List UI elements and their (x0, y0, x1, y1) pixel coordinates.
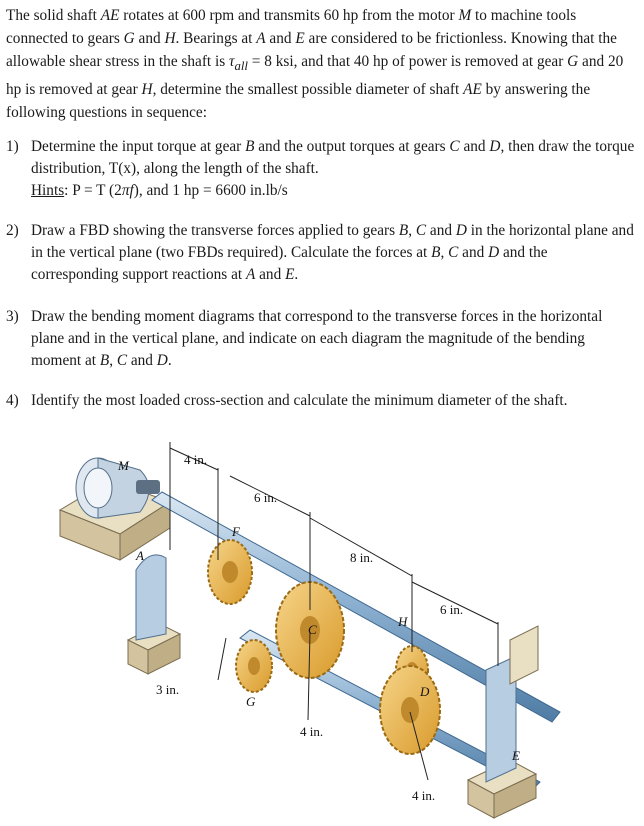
label-e: E (511, 748, 520, 763)
text: and (459, 138, 490, 155)
question-text: Identify the most loaded cross-section a… (31, 392, 568, 409)
label-g: G (246, 694, 256, 709)
dim-6in-left: 6 in. (254, 490, 277, 505)
shaft-label: AE (463, 81, 482, 99)
label-f: F (231, 524, 241, 539)
gear-label: D (455, 222, 467, 239)
text: to machine tools connected to gears (6, 7, 577, 47)
question-2: 2) Draw a FBD showing the transverse for… (6, 220, 636, 286)
text: and (426, 222, 456, 239)
gear-label: C (116, 352, 128, 369)
intro-paragraph: The solid shaft AE rotates at 600 rpm an… (6, 4, 636, 124)
gear-g (235, 639, 273, 693)
gear-label: B (398, 222, 409, 239)
gear-c (275, 581, 345, 679)
gear-label: C (449, 138, 460, 155)
question-text: Determine the input torque at gear B and… (31, 136, 636, 180)
text: rotates at 600 rpm and transmits 60 hp f… (119, 7, 459, 24)
gear-label: H (141, 81, 153, 99)
question-text: Draw a FBD showing the transverse forces… (31, 220, 636, 286)
dim-8in: 8 in. (350, 550, 373, 565)
figure-labels: M A F C G H D E 4 in. 6 in. 8 in. 6 in. … (117, 452, 520, 803)
gear-label: B (431, 244, 441, 261)
question-number: 4) (6, 392, 19, 409)
text: are considered to be frictionless. Knowi… (6, 30, 617, 70)
text: , then draw the torque distribution, T(x… (31, 138, 635, 177)
gear-label: C (415, 222, 427, 239)
text: The solid shaft (6, 7, 101, 24)
text: and (127, 352, 157, 369)
text: , (408, 222, 416, 239)
gear-d (379, 665, 441, 755)
motor (75, 457, 160, 519)
dim-3in: 3 in. (156, 682, 179, 697)
text: and (134, 30, 165, 47)
dim-6in-right: 6 in. (440, 602, 463, 617)
text: , (109, 352, 117, 369)
bearing-label: E (285, 266, 295, 283)
text: Draw a FBD showing the transverse forces… (31, 222, 399, 239)
label-h: H (397, 614, 408, 629)
bearing-label: A (245, 266, 256, 283)
question-3: 3) Draw the bending moment diagrams that… (6, 306, 636, 372)
dim-4in-c: 4 in. (300, 724, 323, 739)
formula-term: πf (121, 182, 134, 199)
gear-label: C (448, 244, 459, 261)
question-1: 1) Determine the input torque at gear B … (6, 136, 636, 202)
text: and (265, 30, 296, 47)
text: Draw the bending moment diagrams that co… (31, 308, 603, 369)
label-d: D (419, 684, 430, 699)
text: , (440, 244, 449, 261)
gear-label: D (156, 352, 168, 369)
dim-4in-d: 4 in. (412, 788, 435, 803)
gear-label: B (245, 138, 255, 155)
text: by answering the following questions in … (6, 81, 591, 122)
bearing-label: E (295, 30, 305, 47)
gear-b (207, 539, 253, 605)
label-m: M (117, 458, 130, 473)
text: . (294, 266, 299, 283)
tau-symbol: τ (229, 53, 235, 70)
text: and (458, 244, 489, 261)
question-4: 4) Identify the most loaded cross-sectio… (6, 390, 636, 412)
problem-statement: The solid shaft AE rotates at 600 rpm an… (6, 4, 636, 124)
text: Determine the input torque at gear (31, 138, 246, 155)
gear-label: D (489, 138, 501, 155)
label-c: C (308, 622, 317, 637)
motor-label: M (458, 7, 472, 24)
dim-4in-top: 4 in. (184, 452, 207, 467)
bearing-e (466, 625, 539, 819)
hint-line: Hints: P = T (2πf), and 1 hp = 6600 in.l… (31, 180, 636, 202)
text: and the output torques at gears (254, 138, 450, 155)
gear-label: G (123, 30, 135, 47)
gear-label: B (99, 352, 110, 369)
label-a: A (135, 548, 144, 563)
text: in the horizontal plane and in the verti… (31, 222, 634, 261)
gear-label: D (488, 244, 500, 261)
shaft-label: AE (100, 7, 120, 24)
text: and (255, 266, 286, 283)
hint-label: Hints (31, 182, 65, 199)
text: , determine the smallest possible diamet… (152, 81, 464, 99)
bearing-label: A (256, 30, 266, 47)
text: . Bearings at (175, 30, 257, 47)
text: and 20 hp is removed at gear (6, 53, 624, 99)
question-text: Draw the bending moment diagrams that co… (31, 306, 636, 372)
tau-subscript: all (234, 59, 248, 74)
text: = 8 ksi, and that 40 hp of power is remo… (247, 53, 568, 70)
question-number: 2) (6, 222, 19, 239)
text: ), and 1 hp = 6600 in.lb/s (133, 182, 288, 199)
dimension-lines (169, 442, 499, 781)
question-number: 3) (6, 308, 19, 325)
text: and the corresponding support reactions … (31, 244, 548, 283)
text: . (167, 352, 172, 369)
question-number: 1) (6, 138, 19, 155)
shaft-figure: M A F C G H D E 4 in. 6 in. 8 in. 6 in. … (58, 442, 561, 819)
bearing-a (126, 554, 182, 675)
text: : P = T (2 (64, 182, 122, 199)
gear-label: H (164, 30, 176, 47)
gear-label: G (567, 53, 579, 70)
